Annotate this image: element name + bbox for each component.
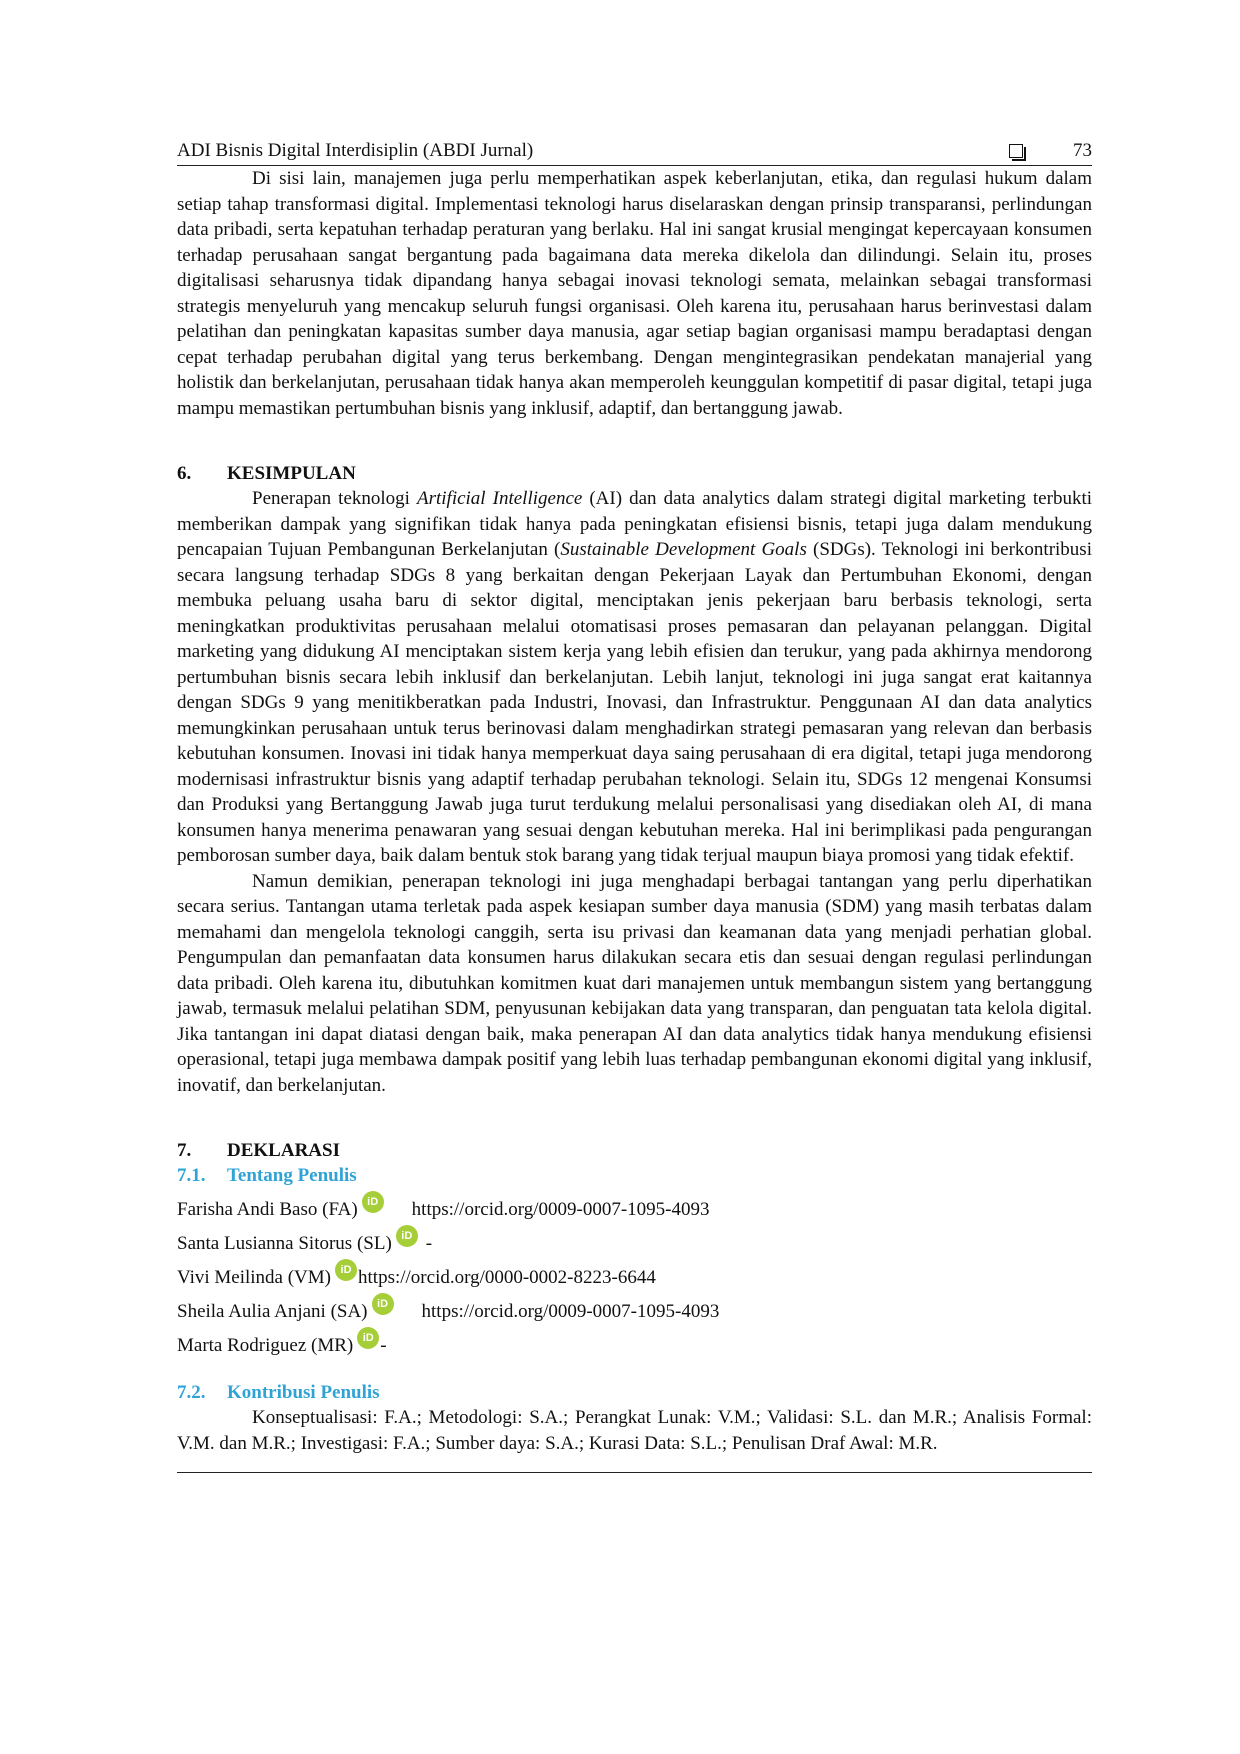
subsection-title: Kontribusi Penulis: [227, 1382, 380, 1403]
page-number: 73: [1073, 140, 1092, 161]
section-number: 6.: [177, 463, 192, 484]
section-heading-deklarasi: 7. DEKLARASI: [177, 1138, 1092, 1163]
author-row: Santa Lusianna Sitorus (SL) iD -: [177, 1222, 1092, 1256]
text-run: Penerapan teknologi: [252, 488, 417, 509]
section-number: 7.: [177, 1140, 192, 1161]
subsection-title: Tentang Penulis: [227, 1165, 357, 1186]
text-run: (AI) dan data analytics dalam strategi d…: [177, 488, 1092, 560]
orcid-link: -: [425, 1233, 433, 1254]
orcid-icon[interactable]: iD: [395, 1225, 418, 1247]
square-icon: [1009, 144, 1026, 161]
author-row: Marta Rodriguez (MR) iD -: [177, 1324, 1092, 1358]
orcid-icon[interactable]: iD: [371, 1293, 394, 1315]
text-run: (SDGs). Teknologi ini berkontribusi seca…: [177, 539, 1092, 866]
orcid-link[interactable]: https://orcid.org/0000-0002-8223-6644: [358, 1267, 656, 1288]
author-row: Sheila Aulia Anjani (SA) iD https://orci…: [177, 1290, 1092, 1324]
orcid-icon[interactable]: iD: [357, 1327, 380, 1349]
orcid-icon[interactable]: iD: [335, 1259, 358, 1281]
orcid-icon[interactable]: iD: [361, 1191, 384, 1213]
header-right: 73: [1009, 140, 1092, 162]
journal-title: ADI Bisnis Digital Interdisiplin (ABDI J…: [177, 140, 534, 161]
author-name: Farisha Andi Baso (FA): [177, 1199, 358, 1220]
subsection-heading-tentang-penulis: 7.1. Tentang Penulis: [177, 1163, 1092, 1188]
subsection-heading-kontribusi-penulis: 7.2. Kontribusi Penulis: [177, 1380, 1092, 1405]
subsection-number: 7.2.: [177, 1382, 206, 1403]
author-name: Vivi Meilinda (VM): [177, 1267, 332, 1288]
author-row: Farisha Andi Baso (FA) iD https://orcid.…: [177, 1188, 1092, 1222]
orcid-link: -: [380, 1335, 387, 1356]
author-name: Santa Lusianna Sitorus (SL): [177, 1233, 392, 1254]
page: ADI Bisnis Digital Interdisiplin (ABDI J…: [177, 140, 1092, 1473]
subsection-number: 7.1.: [177, 1165, 206, 1186]
section-title: KESIMPULAN: [227, 463, 356, 484]
conclusion-paragraph-2: Namun demikian, penerapan teknologi ini …: [177, 870, 1092, 1096]
section-heading-kesimpulan: 6. KESIMPULAN: [177, 461, 1092, 486]
italic-term: Artificial Intelligence: [416, 488, 583, 509]
footer-rule: [177, 1472, 1092, 1473]
italic-term: Sustainable Development Goals: [560, 539, 807, 560]
running-header: ADI Bisnis Digital Interdisiplin (ABDI J…: [177, 140, 1092, 166]
contribution-paragraph: Konseptualisasi: F.A.; Metodologi: S.A.;…: [177, 1407, 1092, 1454]
author-name: Sheila Aulia Anjani (SA): [177, 1301, 368, 1322]
conclusion-paragraph-1: Penerapan teknologi Artificial Intellige…: [177, 486, 1092, 869]
orcid-link[interactable]: https://orcid.org/0009-0007-1095-4093: [411, 1199, 710, 1220]
author-row: Vivi Meilinda (VM) iD https://orcid.org/…: [177, 1256, 1092, 1290]
author-name: Marta Rodriguez (MR): [177, 1335, 354, 1356]
intro-paragraph: Di sisi lain, manajemen juga perlu mempe…: [177, 168, 1092, 419]
section-title: DEKLARASI: [227, 1140, 340, 1161]
orcid-link[interactable]: https://orcid.org/0009-0007-1095-4093: [421, 1301, 720, 1322]
